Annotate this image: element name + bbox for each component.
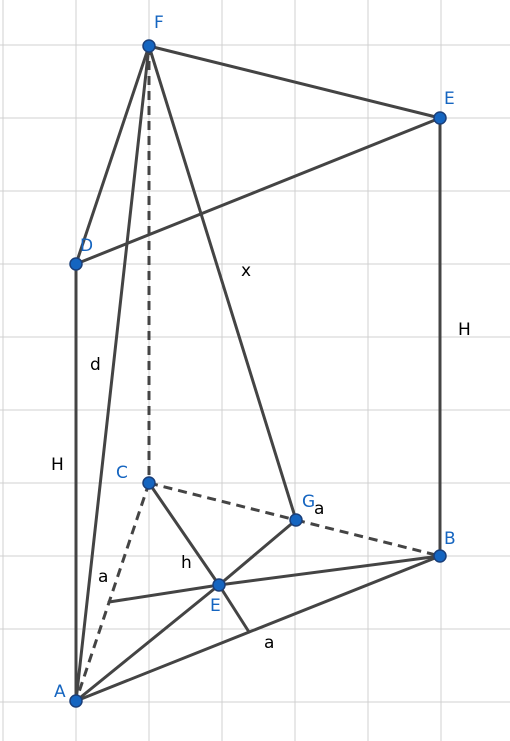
segment-EB bbox=[217, 554, 442, 587]
point-label-F: F bbox=[154, 13, 164, 33]
point-label-B: B bbox=[444, 529, 456, 549]
segment-FD bbox=[74, 44, 151, 266]
segment-E-to-AB bbox=[217, 583, 251, 634]
segment-AE-mid bbox=[74, 583, 221, 703]
point-B bbox=[433, 549, 447, 563]
label-h: h bbox=[181, 553, 192, 573]
point-label-E-mid: E bbox=[210, 596, 221, 616]
segment-CE-mid bbox=[147, 481, 221, 587]
segment-FG bbox=[147, 44, 298, 522]
point-D bbox=[69, 257, 83, 271]
point-E-top bbox=[433, 111, 447, 125]
point-label-D: D bbox=[80, 236, 93, 256]
point-C bbox=[142, 476, 156, 490]
label-x: x bbox=[241, 261, 251, 281]
point-label-E-top: E bbox=[444, 89, 455, 109]
point-label-A: A bbox=[54, 682, 66, 702]
segment-GB bbox=[295, 518, 441, 558]
segment-DE-top bbox=[74, 116, 442, 266]
point-label-G: G bbox=[302, 492, 315, 512]
segment-E-to-AC bbox=[107, 583, 221, 604]
segment-EG bbox=[217, 518, 298, 587]
label-d: d bbox=[90, 355, 101, 375]
point-label-C: C bbox=[116, 463, 128, 483]
label-H-right: H bbox=[458, 320, 471, 340]
point-E-mid bbox=[212, 578, 226, 592]
segment-AB bbox=[74, 554, 442, 703]
point-F bbox=[142, 39, 156, 53]
label-a-g: a bbox=[314, 499, 324, 519]
segment-CG bbox=[148, 481, 297, 522]
point-G bbox=[289, 513, 303, 527]
segment-CA bbox=[74, 482, 151, 702]
label-H-left: H bbox=[51, 455, 64, 475]
segment-FE-top bbox=[147, 44, 442, 120]
point-A bbox=[69, 694, 83, 708]
label-a-bottom: a bbox=[264, 633, 274, 653]
label-a-left: a bbox=[98, 567, 108, 587]
segment-FA bbox=[74, 44, 151, 703]
